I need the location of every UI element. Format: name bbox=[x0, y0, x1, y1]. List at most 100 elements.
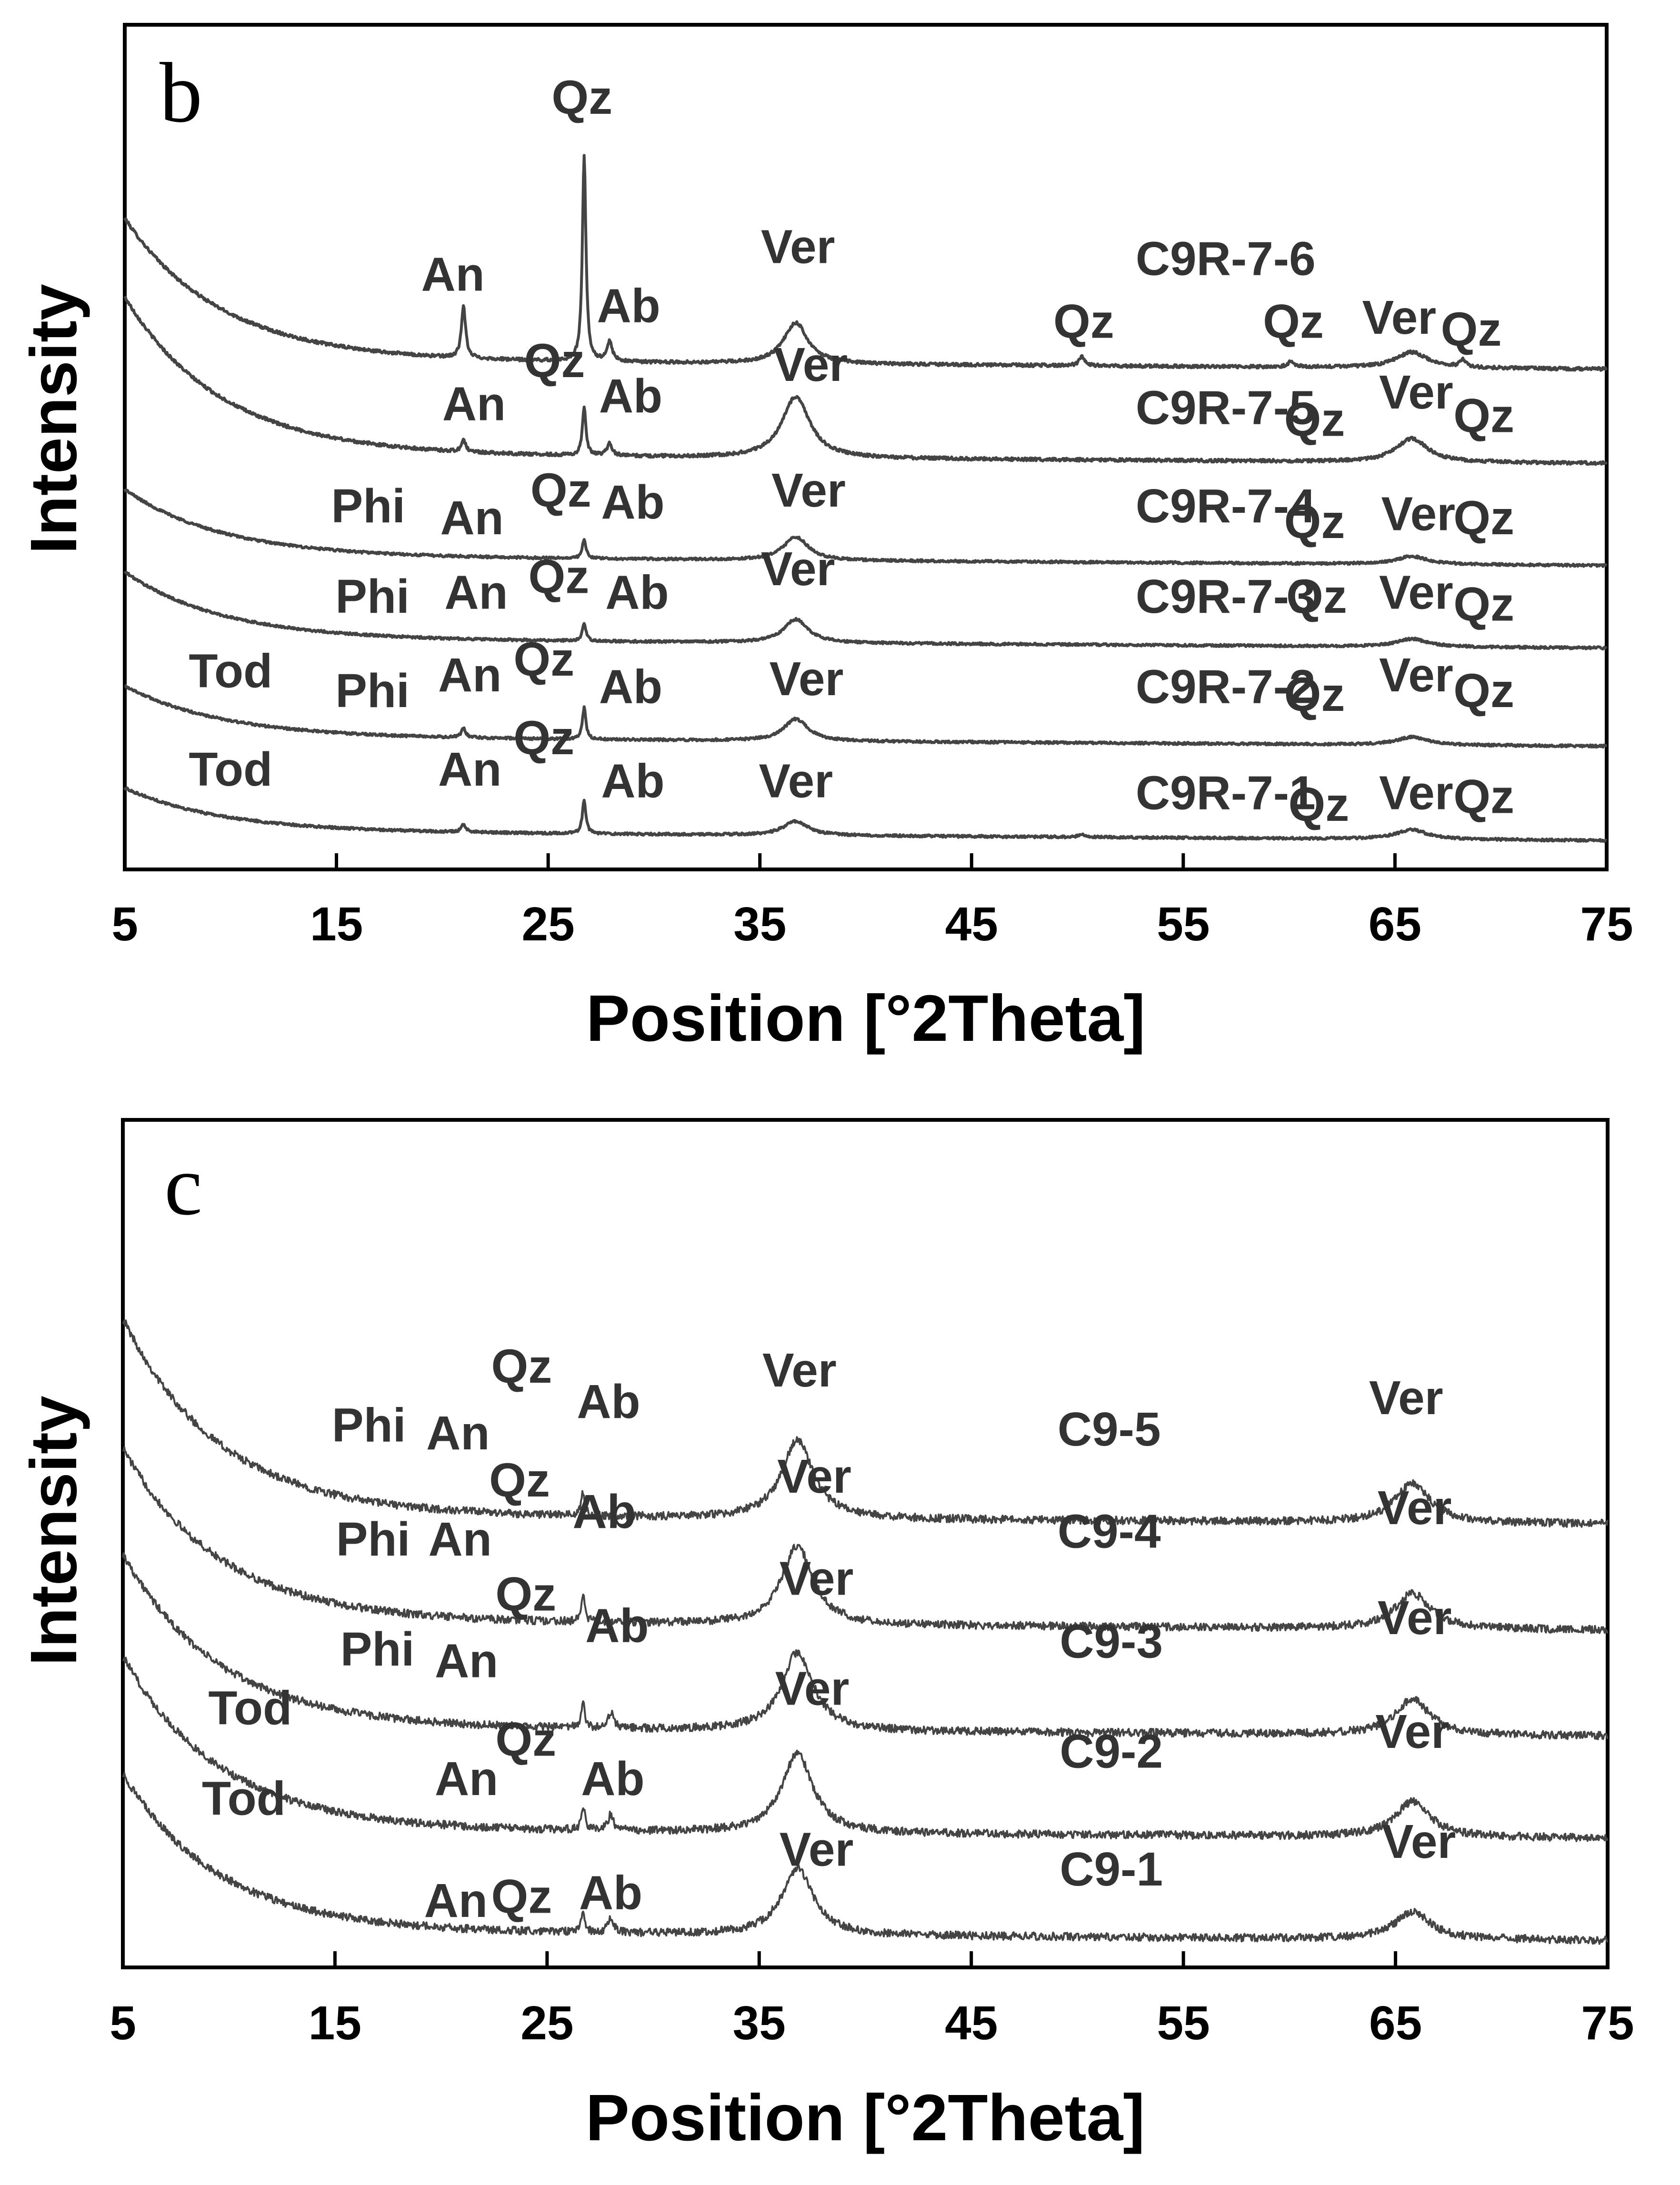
panel-c-letter: c bbox=[164, 1138, 202, 1233]
phase-label-qz: Qz bbox=[491, 1340, 552, 1393]
phase-label-tod: Tod bbox=[202, 1772, 286, 1825]
phase-label-qz: Qz bbox=[1284, 668, 1345, 721]
phase-label-ab: Ab bbox=[601, 755, 664, 808]
phase-label-ver: Ver bbox=[1379, 366, 1453, 419]
x-tick-label-35: 35 bbox=[733, 898, 786, 951]
phase-label-qz: Qz bbox=[530, 464, 591, 517]
phase-label-ver: Ver bbox=[1378, 1591, 1452, 1645]
trace-C9R-7-1 bbox=[123, 786, 1608, 843]
trace-C9R-7-5 bbox=[123, 295, 1608, 466]
x-tick-label-75: 75 bbox=[1580, 898, 1633, 951]
phase-label-qz: Qz bbox=[513, 633, 574, 686]
phase-label-qz: Qz bbox=[1453, 770, 1514, 824]
phase-label-ab: Ab bbox=[572, 1485, 636, 1538]
phase-label-ab: Ab bbox=[585, 1599, 649, 1652]
phase-label-an: An bbox=[438, 649, 501, 702]
trace-C9R-7-4 bbox=[123, 488, 1608, 568]
x-tick-label-65: 65 bbox=[1369, 1996, 1422, 2050]
x-tick-label-55: 55 bbox=[1157, 898, 1210, 951]
phase-label-qz: Qz bbox=[1441, 303, 1502, 356]
phase-label-tod: Tod bbox=[189, 645, 272, 698]
phase-label-qz: Qz bbox=[1453, 389, 1514, 442]
series-label-C9-3: C9-3 bbox=[1060, 1615, 1163, 1668]
phase-label-ab: Ab bbox=[577, 1375, 640, 1428]
phase-label-phi: Phi bbox=[340, 1623, 415, 1676]
phase-label-qz: Qz bbox=[1284, 393, 1345, 447]
panel-c-frame bbox=[121, 1118, 1610, 1969]
phase-label-ver: Ver bbox=[1382, 1815, 1456, 1868]
phase-label-qz: Qz bbox=[551, 71, 612, 124]
phase-label-ver: Ver bbox=[774, 338, 848, 391]
phase-label-ver: Ver bbox=[1379, 566, 1453, 619]
series-label-C9R-7-2: C9R-7-2 bbox=[1136, 660, 1316, 714]
series-label-C9-4: C9-4 bbox=[1058, 1505, 1161, 1558]
trace-C9R-7-2 bbox=[124, 684, 1608, 749]
series-label-C9R-7-1: C9R-7-1 bbox=[1136, 766, 1316, 819]
phase-label-phi: Phi bbox=[335, 570, 410, 623]
x-tick-label-25: 25 bbox=[520, 1996, 573, 2050]
phase-label-ab: Ab bbox=[605, 566, 669, 619]
trace-C9-5 bbox=[122, 1319, 1609, 1528]
phase-label-qz: Qz bbox=[1453, 664, 1514, 718]
phase-label-phi: Phi bbox=[332, 1399, 406, 1452]
series-label-C9R-7-5: C9R-7-5 bbox=[1136, 381, 1316, 435]
phase-label-ab: Ab bbox=[599, 660, 662, 714]
phase-label-an: An bbox=[444, 566, 508, 619]
x-tick-label-45: 45 bbox=[945, 898, 998, 951]
phase-label-qz: Qz bbox=[1284, 495, 1345, 549]
phase-label-qz: Qz bbox=[1453, 491, 1514, 545]
series-label-C9R-7-6: C9R-7-6 bbox=[1136, 232, 1316, 285]
trace-C9-3 bbox=[122, 1552, 1609, 1740]
phase-label-qz: Qz bbox=[489, 1454, 550, 1507]
series-label-C9-2: C9-2 bbox=[1060, 1725, 1163, 1778]
panel-b-y-axis-title: Intensity bbox=[17, 284, 90, 554]
phase-label-phi: Phi bbox=[336, 1513, 410, 1566]
phase-label-an: An bbox=[421, 248, 484, 301]
x-tick-label-5: 5 bbox=[110, 1996, 136, 2050]
x-tick-label-55: 55 bbox=[1157, 1996, 1210, 2050]
phase-label-phi: Phi bbox=[331, 479, 406, 533]
phase-label-ver: Ver bbox=[1378, 1481, 1452, 1535]
phase-label-ver: Ver bbox=[1379, 649, 1453, 702]
series-label-C9-1: C9-1 bbox=[1060, 1843, 1163, 1896]
phase-label-qz: Qz bbox=[1263, 295, 1324, 348]
phase-label-qz: Qz bbox=[529, 550, 590, 604]
phase-label-ab: Ab bbox=[599, 369, 662, 423]
phase-label-qz: Qz bbox=[513, 711, 574, 765]
panel-c-y-axis-title: Intensity bbox=[17, 1396, 90, 1666]
x-tick-label-35: 35 bbox=[733, 1996, 786, 2050]
phase-label-qz: Qz bbox=[1453, 578, 1514, 631]
phase-label-qz: Qz bbox=[495, 1713, 556, 1766]
phase-label-ver: Ver bbox=[777, 1450, 851, 1503]
series-label-C9R-7-4: C9R-7-4 bbox=[1136, 479, 1316, 533]
phase-label-ver: Ver bbox=[762, 1344, 837, 1397]
x-tick-label-15: 15 bbox=[309, 1996, 361, 2050]
phase-label-ver: Ver bbox=[1375, 1705, 1450, 1758]
phase-label-an: An bbox=[435, 1752, 498, 1806]
phase-label-ver: Ver bbox=[780, 1823, 854, 1876]
phase-label-ver: Ver bbox=[761, 542, 835, 596]
panel-c-x-axis-title: Position [°2Theta] bbox=[586, 2081, 1145, 2155]
phase-label-qz: Qz bbox=[1053, 295, 1114, 348]
trace-C9-1 bbox=[122, 1772, 1609, 1945]
phase-label-ver: Ver bbox=[1381, 488, 1455, 541]
phase-label-ver: Ver bbox=[1379, 766, 1453, 819]
trace-C9-2 bbox=[122, 1656, 1609, 1842]
phase-label-ver: Ver bbox=[761, 220, 835, 274]
phase-label-qz: Qz bbox=[495, 1567, 556, 1621]
phase-label-ver: Ver bbox=[775, 1662, 850, 1715]
phase-label-ver: Ver bbox=[759, 755, 833, 808]
x-tick-label-75: 75 bbox=[1581, 1996, 1634, 2050]
phase-label-ver: Ver bbox=[770, 652, 844, 706]
phase-label-phi: Phi bbox=[335, 664, 410, 718]
phase-label-qz: Qz bbox=[1289, 778, 1350, 831]
panel-b-letter: b bbox=[160, 45, 202, 140]
phase-label-ver: Ver bbox=[771, 464, 846, 517]
phase-label-ab: Ab bbox=[581, 1752, 644, 1806]
